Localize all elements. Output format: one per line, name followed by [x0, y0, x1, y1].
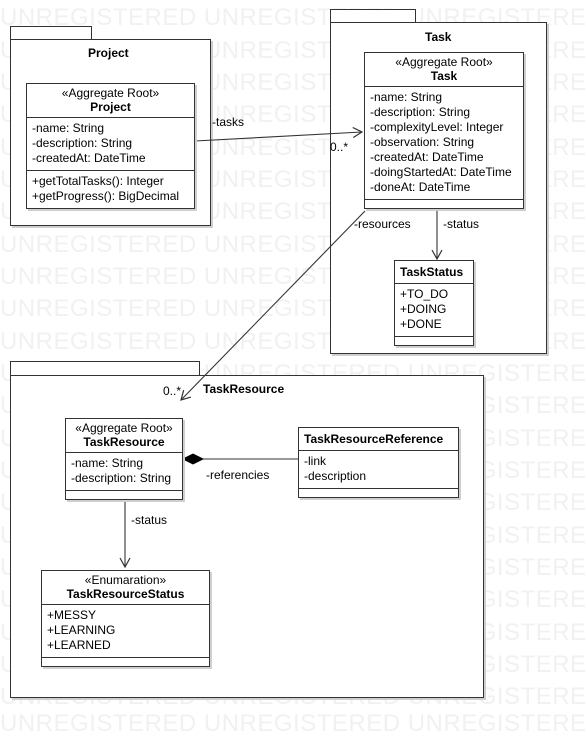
class-taskstatus-literals: +TO_DO +DOING +DONE [395, 284, 473, 337]
class-project[interactable]: «Aggregate Root» Project -name: String -… [26, 83, 195, 209]
attribute-row: -link [304, 454, 327, 468]
class-taskresourcereference-name: TaskResourceReference [304, 432, 444, 446]
operation-row: +getProgress(): BigDecimal [32, 189, 180, 203]
class-taskresource[interactable]: «Aggregate Root» TaskResource -name: Str… [65, 418, 183, 500]
class-project-stereotype: «Aggregate Root» [61, 86, 160, 100]
edge-multiplicity-tasks: 0..* [330, 140, 349, 154]
attribute-row: -doneAt: DateTime [370, 180, 471, 194]
class-taskresource-name: TaskResource [83, 435, 165, 449]
composition-diamond-icon [181, 453, 205, 465]
class-taskresourcestatus-literals: +MESSY +LEARNING +LEARNED [42, 605, 209, 658]
class-taskresourcereference-attributes: -link -description [299, 451, 458, 489]
attribute-row: -name: String [370, 90, 443, 104]
class-project-operations: +getTotalTasks(): Integer +getProgress()… [27, 171, 194, 208]
package-task-title: Task [425, 30, 452, 44]
operation-row: +getTotalTasks(): Integer [32, 174, 164, 188]
class-task-operations [365, 200, 523, 208]
attribute-row: -observation: String [370, 135, 475, 149]
class-taskstatus[interactable]: TaskStatus +TO_DO +DOING +DONE [394, 260, 474, 346]
attribute-row: -description: String [71, 471, 172, 485]
edge-task-resources[interactable] [180, 210, 366, 401]
attribute-row: -doingStartedAt: DateTime [370, 165, 512, 179]
attribute-row: -description [304, 469, 367, 483]
class-taskresourcestatus[interactable]: «Enumaration» TaskResourceStatus +MESSY … [41, 570, 210, 667]
attribute-row: -description: String [370, 105, 471, 119]
class-project-name: Project [90, 100, 131, 114]
literal-row: +DONE [400, 317, 442, 331]
attribute-row: -description: String [32, 136, 133, 150]
literal-row: +MESSY [47, 608, 97, 622]
class-project-attributes: -name: String -description: String -crea… [27, 118, 194, 171]
class-taskresourcereference[interactable]: TaskResourceReference -link -description [298, 427, 459, 498]
class-taskresourcestatus-operations [42, 658, 209, 666]
class-taskresource-header: «Aggregate Root» TaskResource [66, 419, 182, 453]
package-taskresource-title: TaskResource [203, 382, 285, 396]
literal-row: +DOING [400, 302, 447, 316]
class-taskresourcereference-operations [299, 489, 458, 497]
attribute-row: -createdAt: DateTime [32, 151, 146, 165]
class-taskstatus-header: TaskStatus [395, 261, 473, 284]
class-project-header: «Aggregate Root» Project [27, 84, 194, 118]
class-taskstatus-name: TaskStatus [400, 265, 464, 279]
class-task[interactable]: «Aggregate Root» Task -name: String -des… [364, 52, 524, 209]
edge-label-referencies: -referencies [206, 468, 270, 482]
class-taskresource-attributes: -name: String -description: String [66, 453, 182, 491]
class-task-name: Task [430, 69, 458, 83]
class-taskresourcestatus-name: TaskResourceStatus [66, 587, 185, 601]
class-task-attributes: -name: String -description: String -comp… [365, 87, 523, 200]
class-task-header: «Aggregate Root» Task [365, 53, 523, 87]
class-taskresourcestatus-header: «Enumaration» TaskResourceStatus [42, 571, 209, 605]
class-taskresource-operations [66, 491, 182, 499]
class-taskresourcestatus-stereotype: «Enumaration» [84, 573, 167, 587]
attribute-row: -name: String [32, 121, 105, 135]
attribute-row: -complexityLevel: Integer [370, 120, 504, 134]
literal-row: +TO_DO [400, 287, 449, 301]
edge-label-resources: -resources [354, 217, 411, 231]
edge-label-tasks: -tasks [212, 115, 245, 129]
class-taskstatus-operations [395, 337, 473, 345]
class-taskresource-stereotype: «Aggregate Root» [75, 421, 173, 435]
edge-label-resource-status: -status [131, 513, 168, 527]
class-task-stereotype: «Aggregate Root» [395, 55, 493, 69]
literal-row: +LEARNED [47, 638, 111, 652]
literal-row: +LEARNING [47, 623, 116, 637]
attribute-row: -createdAt: DateTime [370, 150, 484, 164]
edge-label-task-status: -status [443, 217, 480, 231]
class-taskresourcereference-header: TaskResourceReference [299, 428, 458, 451]
attribute-row: -name: String [71, 456, 144, 470]
package-project-title: Project [88, 46, 129, 60]
edge-project-tasks[interactable] [194, 126, 364, 142]
edge-multiplicity-resources: 0..* [163, 384, 182, 398]
